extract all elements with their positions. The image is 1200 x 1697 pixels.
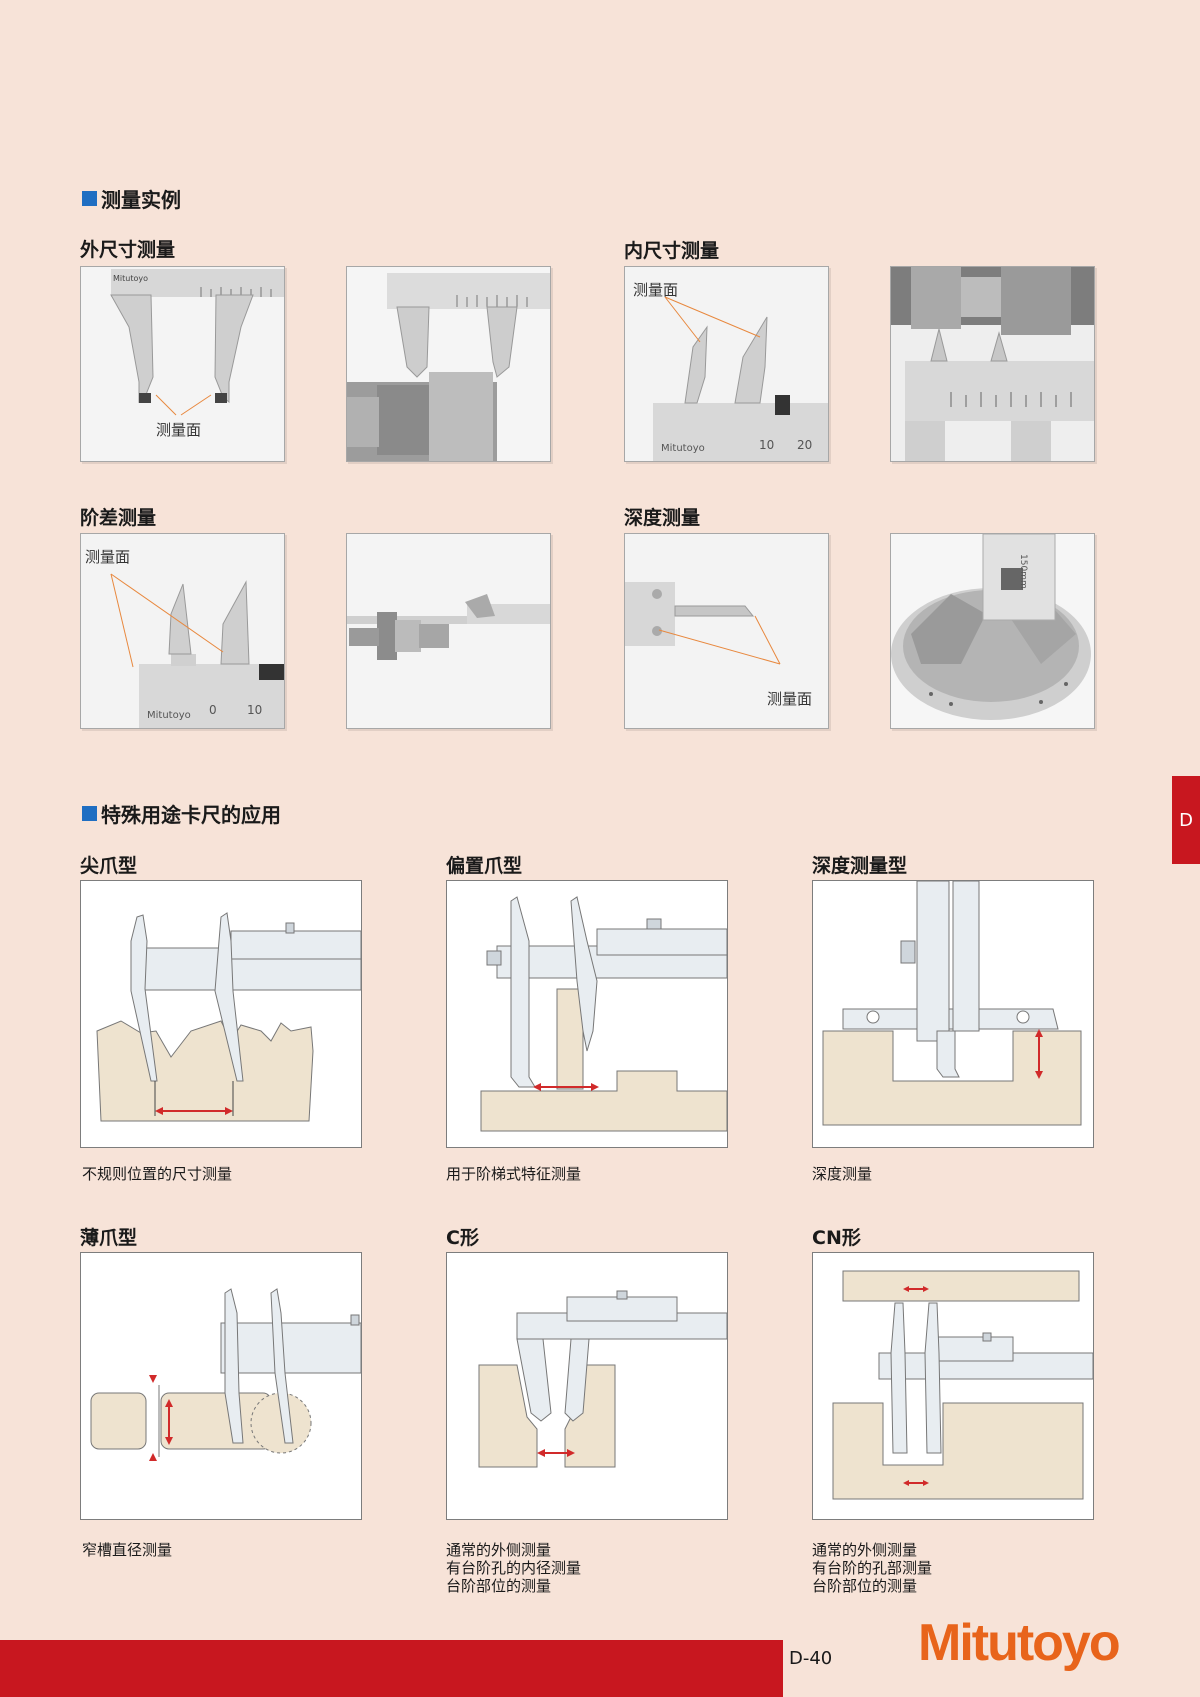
- svg-text:测量面: 测量面: [85, 548, 130, 566]
- page-number: D-40: [789, 1648, 833, 1669]
- diagram-thin-jaw: [80, 1252, 362, 1520]
- svg-text:Mitutoyo: Mitutoyo: [661, 443, 705, 454]
- caption-c-type: 通常的外侧测量 有台阶孔的内径测量 台阶部位的测量: [446, 1541, 582, 1595]
- depth-measure-title: 深度测量: [624, 507, 701, 529]
- svg-text:Mitutoyo: Mitutoyo: [147, 710, 191, 721]
- svg-text:测量面: 测量面: [767, 690, 812, 708]
- diagram-depth-type: [812, 880, 1094, 1148]
- photo-inside-workpiece: [890, 266, 1095, 462]
- caption-pointed-jaw: 不规则位置的尺寸测量: [82, 1165, 233, 1183]
- cn-type-title: CN形: [812, 1227, 861, 1249]
- diagram-offset-jaw: [446, 880, 728, 1148]
- svg-text:Mitutoyo: Mitutoyo: [113, 274, 148, 283]
- depth-type-title: 深度测量型: [812, 855, 908, 877]
- caption-depth-type: 深度测量: [812, 1165, 873, 1183]
- caption-cn-type: 通常的外侧测量 有台阶的孔部测量 台阶部位的测量: [812, 1541, 933, 1595]
- svg-text:测量面: 测量面: [633, 281, 678, 299]
- photo-inside-jaws: 测量面 Mitutoyo 10 20: [624, 266, 829, 462]
- caption-offset-jaw: 用于阶梯式特征测量: [446, 1165, 582, 1183]
- thin-jaw-title: 薄爪型: [80, 1227, 138, 1249]
- blue-square-icon: [82, 806, 97, 821]
- svg-text:10: 10: [247, 703, 262, 717]
- photo-depth-workpiece: 150mm: [890, 533, 1095, 729]
- svg-text:测量面: 测量面: [156, 421, 201, 439]
- c-type-title: C形: [446, 1227, 479, 1249]
- photo-depth-rod: 测量面: [624, 533, 829, 729]
- svg-text:0: 0: [209, 703, 217, 717]
- section-title-examples: 测量实例: [82, 184, 181, 213]
- svg-text:10: 10: [759, 438, 774, 452]
- diagram-c-type: [446, 1252, 728, 1520]
- mitutoyo-logo: Mitutoyo: [918, 1614, 1121, 1672]
- svg-text:150mm: 150mm: [1018, 554, 1028, 589]
- offset-jaw-title: 偏置爪型: [446, 855, 523, 877]
- footer-red-bar: [0, 1640, 783, 1697]
- blue-square-icon: [82, 191, 97, 206]
- diagram-cn-type: [812, 1252, 1094, 1520]
- section-title-special: 特殊用途卡尺的应用: [82, 799, 281, 828]
- photo-outside-workpiece: [346, 266, 551, 462]
- pointed-jaw-title: 尖爪型: [80, 855, 138, 877]
- outside-measure-title: 外尺寸测量: [80, 239, 176, 261]
- section-tab-d: D: [1172, 776, 1200, 864]
- photo-outside-jaws: Mitutoyo 测量面: [80, 266, 285, 462]
- diagram-pointed-jaw: [80, 880, 362, 1148]
- photo-step-workpiece: [346, 533, 551, 729]
- caption-thin-jaw: 窄槽直径测量: [82, 1541, 173, 1559]
- photo-step-jaws: 测量面 Mitutoyo 0 10: [80, 533, 285, 729]
- svg-text:20: 20: [797, 438, 812, 452]
- inside-measure-title: 内尺寸测量: [624, 240, 720, 262]
- step-measure-title: 阶差测量: [80, 507, 157, 529]
